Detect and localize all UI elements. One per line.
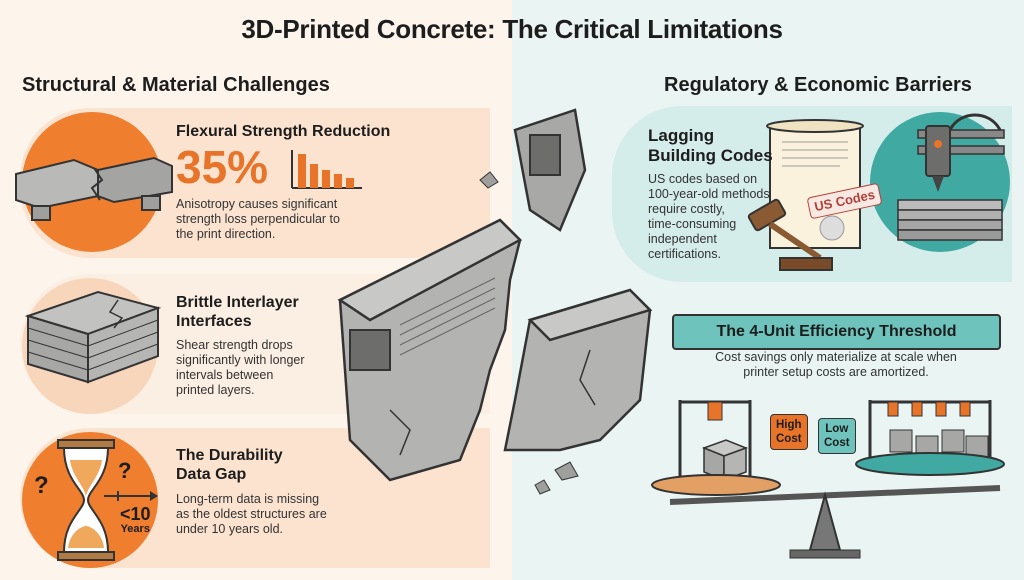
broken-beam-icon [15,156,173,221]
threshold-banner: The 4-Unit Efficiency Threshold [672,314,1001,350]
right-section-heading: Regulatory & Economic Barriers [664,74,972,96]
bar-chart-icon [291,150,362,189]
printer-nozzle-icon [897,113,1005,241]
question-mark-icon-2: ? [118,458,132,483]
question-mark-icon: ? [34,472,49,499]
left-section-heading: Structural & Material Challenges [22,74,330,96]
flexural-title: Flexural Strength Reduction [176,123,391,140]
gavel-icon [747,198,833,271]
scale-balance-icon [651,400,1005,559]
flexural-stat: 35% [176,141,269,193]
years-label: <10 Years [120,504,151,535]
broken-concrete-block [337,108,653,495]
threshold-text: Cost savings only materialize at scale w… [715,350,957,379]
hourglass-icon [57,439,115,561]
page-title: 3D-Printed Concrete: The Critical Limita… [241,14,783,44]
document-scroll-icon [766,119,864,249]
layered-slab-icon [24,290,162,384]
arrow-icon [104,491,158,501]
